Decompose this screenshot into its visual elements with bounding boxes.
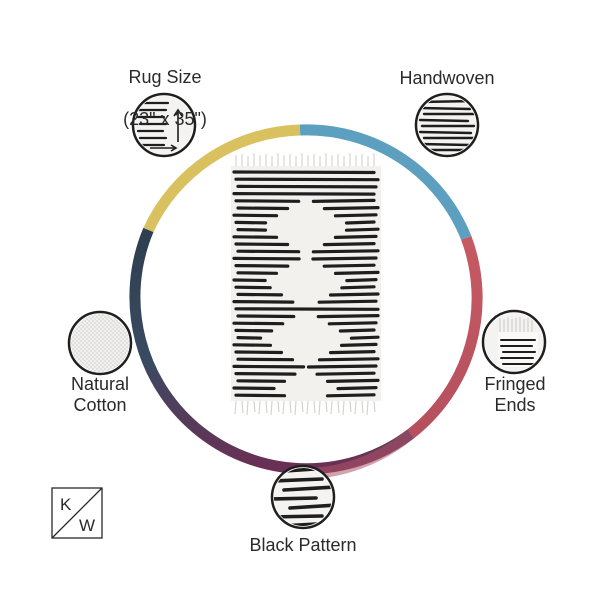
rug-stripe xyxy=(336,386,378,391)
rug-stripe xyxy=(333,213,378,218)
rug-stripe xyxy=(322,263,376,268)
rug-stripe xyxy=(236,206,290,211)
rug-top-fringe xyxy=(235,153,375,166)
rug-stripe xyxy=(316,314,380,319)
rug-stripe xyxy=(236,357,295,362)
rug-stripe xyxy=(333,270,380,275)
rug-stripe xyxy=(345,278,378,283)
svg-text:W: W xyxy=(79,516,95,535)
rug-stripe xyxy=(306,364,378,369)
rug-stripe xyxy=(236,184,378,189)
natural-cotton-label: Natural Cotton xyxy=(70,374,130,415)
rug-stripe xyxy=(236,271,279,275)
rug-stripe xyxy=(234,264,290,268)
rug-stripe xyxy=(339,342,378,347)
fringe-icon xyxy=(481,309,547,375)
rug-stripe xyxy=(232,235,279,239)
rug-stripe xyxy=(234,393,287,398)
rug-stripe xyxy=(232,386,276,391)
rug-stripe xyxy=(325,393,376,398)
rug-stripe xyxy=(232,213,279,218)
rug-stripe xyxy=(349,335,380,340)
rug-stripe xyxy=(328,350,376,355)
handwoven-label: Handwoven xyxy=(399,68,495,88)
kw-monogram-logo: K W xyxy=(51,487,103,539)
rug-stripe xyxy=(311,249,380,254)
rug-stripe xyxy=(333,234,378,239)
ring-segment-red xyxy=(407,235,483,439)
rug-stripe xyxy=(322,206,380,211)
cotton-texture-icon xyxy=(67,310,133,376)
rug-stripe xyxy=(236,314,296,319)
rug-stripe xyxy=(234,328,274,333)
rug-stripe xyxy=(236,228,268,232)
rug-size-label: Rug Size (23" x 35") xyxy=(110,46,220,130)
rug-bottom-fringe xyxy=(234,400,376,416)
black-pattern-label: Black Pattern xyxy=(249,535,357,555)
rug-stripe xyxy=(325,378,380,383)
rug-stripe xyxy=(234,307,380,311)
rug-stripe xyxy=(344,227,380,232)
rug-stripe xyxy=(234,285,272,290)
color-ring xyxy=(129,124,483,480)
rug-size-dimensions: (23" x 35") xyxy=(123,109,207,129)
rug-stripe xyxy=(232,364,306,369)
handwoven-icon xyxy=(414,92,480,158)
rug-stripe xyxy=(236,292,284,297)
rug-stripe xyxy=(236,336,263,340)
svg-text:K: K xyxy=(60,495,72,514)
rug-stripe xyxy=(315,371,376,376)
fringed-ends-label: Fringed Ends xyxy=(484,374,546,415)
rug-stripe xyxy=(234,199,301,203)
rug-stripe xyxy=(232,300,295,304)
rug-stripe xyxy=(328,292,380,297)
rug-stripe xyxy=(232,170,376,175)
size-arrows xyxy=(150,108,183,152)
rug-stripe xyxy=(232,256,301,261)
rug-stripe xyxy=(236,249,301,254)
rug-stripe xyxy=(232,192,376,196)
rug-stripe xyxy=(236,379,287,383)
rug-stripe xyxy=(338,328,376,333)
rug-size-title: Rug Size xyxy=(128,67,202,87)
rug-stripe xyxy=(317,299,378,304)
rug-stripe xyxy=(234,350,284,355)
rug-stripe xyxy=(317,357,380,362)
rug-stripe xyxy=(234,372,297,376)
rug-body xyxy=(231,166,381,401)
ring-segment-yellow xyxy=(143,124,301,233)
rug-stripe xyxy=(234,177,380,182)
rug-stripe xyxy=(234,242,290,247)
rug-stripe xyxy=(232,343,273,347)
rug-stripe xyxy=(340,285,376,290)
rug-illustration xyxy=(231,153,381,416)
rug-stripe xyxy=(232,278,267,283)
rug-stripe xyxy=(327,321,378,326)
rug-size-icon xyxy=(131,92,197,158)
rug-stripe xyxy=(344,220,376,225)
rug-stripe xyxy=(234,220,268,225)
rug-stripe xyxy=(322,242,376,247)
rug-stripe xyxy=(311,256,378,261)
ring-segment-blue xyxy=(299,124,472,240)
rug-stripe xyxy=(232,321,285,326)
black-stripes-icon xyxy=(270,464,336,530)
rug-stripes xyxy=(232,170,380,398)
rug-stripe xyxy=(311,198,376,203)
